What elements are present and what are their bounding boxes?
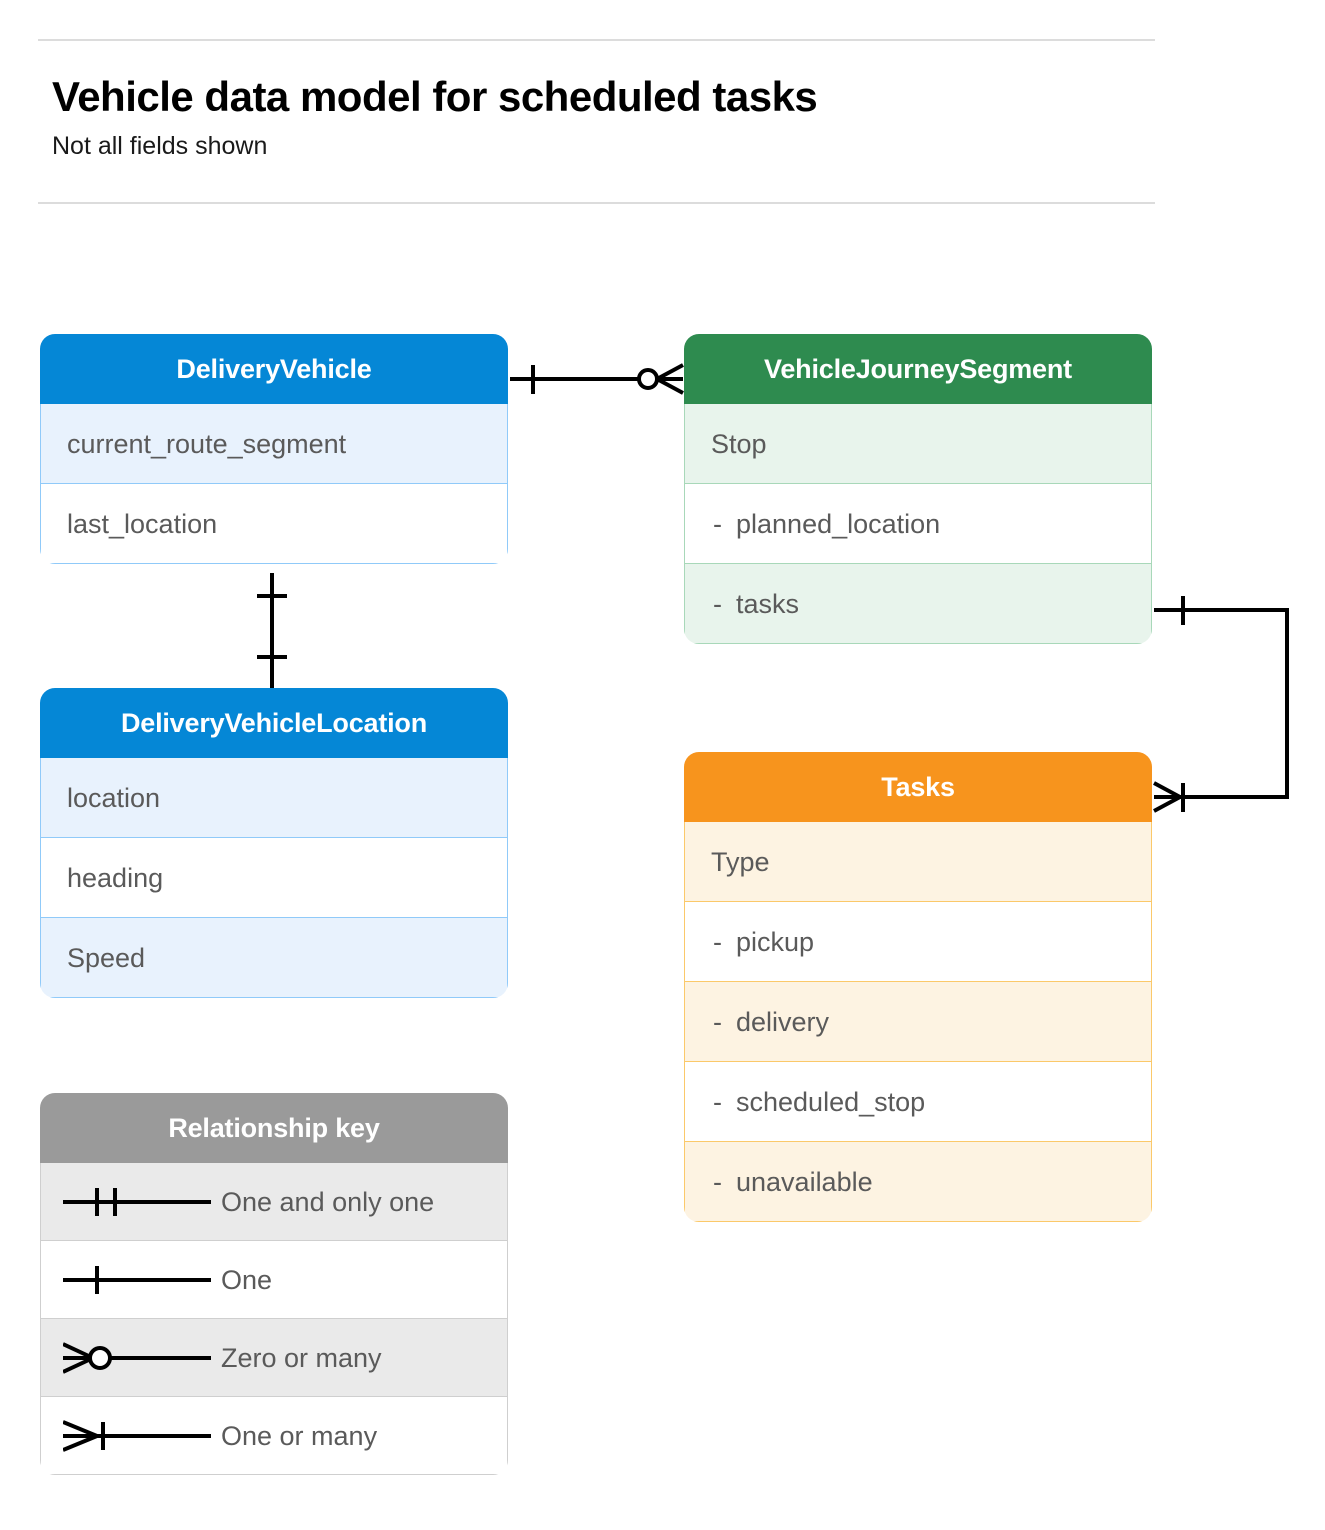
entity-field-row[interactable]: -unavailable: [684, 1142, 1152, 1222]
field-dash: -: [713, 589, 722, 619]
legend-title: Relationship key: [40, 1093, 508, 1163]
field-label: Stop: [711, 429, 767, 459]
entity-field-row[interactable]: heading: [40, 838, 508, 918]
field-label: pickup: [736, 927, 815, 957]
relationship-journey-segment-tasks-to-tasks: [1153, 596, 1289, 813]
legend-row-one-and-only-one: One and only one: [40, 1163, 508, 1241]
field-label: planned_location: [736, 509, 941, 539]
field-label: location: [67, 783, 161, 813]
entity-title-tasks: Tasks: [684, 752, 1152, 822]
entity-field-row[interactable]: -planned_location: [684, 484, 1152, 564]
entity-field-row[interactable]: -pickup: [684, 902, 1152, 982]
header-divider-top: [38, 39, 1155, 41]
entity-tasks[interactable]: Tasks Type -pickup -delivery -scheduled_…: [684, 752, 1152, 1222]
field-dash: -: [713, 1087, 722, 1117]
legend-row-one-or-many: One or many: [40, 1397, 508, 1475]
entity-title-vehicle-journey-segment: VehicleJourneySegment: [684, 334, 1152, 404]
entity-field-row[interactable]: Speed: [40, 918, 508, 998]
field-label: heading: [67, 863, 164, 893]
relationship-vehicle-to-vehicle-location: [257, 573, 287, 688]
page-title: Vehicle data model for scheduled tasks: [52, 73, 818, 120]
field-label: tasks: [736, 589, 800, 619]
field-dash: -: [713, 927, 722, 957]
field-label: last_location: [67, 509, 218, 539]
legend-row-zero-or-many: Zero or many: [40, 1319, 508, 1397]
field-label: Speed: [67, 943, 146, 973]
entity-field-row[interactable]: Stop: [684, 404, 1152, 484]
field-label: Type: [711, 847, 770, 877]
entity-field-row[interactable]: -tasks: [684, 564, 1152, 644]
entity-title-delivery-vehicle-location: DeliveryVehicleLocation: [40, 688, 508, 758]
entity-field-row[interactable]: last_location: [40, 484, 508, 564]
legend-label: Zero or many: [221, 1343, 382, 1373]
entity-field-row[interactable]: -scheduled_stop: [684, 1062, 1152, 1142]
entity-field-row[interactable]: current_route_segment: [40, 404, 508, 484]
entity-field-row[interactable]: location: [40, 758, 508, 838]
field-label: delivery: [736, 1007, 830, 1037]
field-label: current_route_segment: [67, 429, 347, 459]
entity-field-row[interactable]: Type: [684, 822, 1152, 902]
relationship-key-legend: Relationship key One and only one One: [40, 1093, 508, 1475]
entity-title-delivery-vehicle: DeliveryVehicle: [40, 334, 508, 404]
field-dash: -: [713, 1007, 722, 1037]
legend-row-one: One: [40, 1241, 508, 1319]
entity-delivery-vehicle-location[interactable]: DeliveryVehicleLocation location heading…: [40, 688, 508, 998]
entity-field-row[interactable]: -delivery: [684, 982, 1152, 1062]
one-and-only-one-icon: [63, 1182, 215, 1222]
legend-label: One: [221, 1265, 273, 1295]
field-label: unavailable: [736, 1167, 873, 1197]
field-label: scheduled_stop: [736, 1087, 926, 1117]
field-dash: -: [713, 1167, 722, 1197]
legend-label: One or many: [221, 1421, 378, 1451]
header-divider-bottom: [38, 202, 1155, 204]
one-or-many-icon: [62, 1416, 215, 1456]
page-subtitle: Not all fields shown: [52, 132, 268, 160]
relationship-vehicle-to-journey-segment: [510, 363, 684, 395]
one-icon: [63, 1260, 215, 1300]
legend-label: One and only one: [221, 1187, 435, 1217]
entity-vehicle-journey-segment[interactable]: VehicleJourneySegment Stop -planned_loca…: [684, 334, 1152, 644]
entity-delivery-vehicle[interactable]: DeliveryVehicle current_route_segment la…: [40, 334, 508, 564]
field-dash: -: [713, 509, 722, 539]
zero-or-many-icon: [62, 1338, 215, 1378]
